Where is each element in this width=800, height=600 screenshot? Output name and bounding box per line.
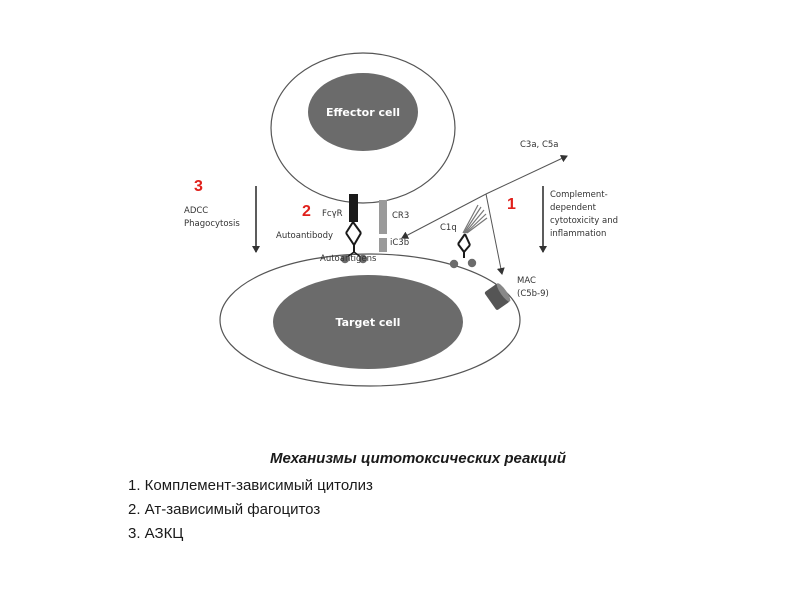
caption-item: 3. АЗКЦ [128,525,184,542]
c1q-label: C1q [440,223,457,233]
adcc-label: ADCC [184,206,208,216]
marker-two: 2 [302,203,311,220]
cdc-label-line1: Complement- [550,190,608,200]
caption-title: Механизмы цитотоксических реакций [270,450,566,467]
c3a-c5a-label: C3a, C5a [520,140,559,150]
autoantigen-dot [449,259,459,269]
fcgr-receptor [345,194,362,234]
autoantigen-dot [358,254,368,264]
fcgr-label: FcγR [322,209,343,219]
caption-list: 1. Комплемент-зависимый цитолиз 2. Ат-за… [128,474,373,546]
ic3b-label: iC3b [390,238,409,248]
caption-item: 2. Ат-зависимый фагоцитоз [128,501,321,518]
target-cell: Target cell [219,253,521,387]
effector-cell: Effector cell [270,52,456,204]
cdc-label-line3: cytotoxicity and [550,216,618,226]
cdc-label-line4: inflammation [550,229,606,239]
effector-cell-nucleus [308,73,418,151]
target-cell-nucleus [273,275,463,369]
complement-arrows [401,154,568,275]
marker-three: 3 [194,178,203,195]
autoantigens-label: Autoantigens [320,254,377,264]
cr3-label: CR3 [392,211,409,221]
target-cell-label: Target cell [336,316,401,329]
mac-label: MAC [517,276,536,286]
caption-item: 1. Комплемент-зависимый цитолиз [128,477,373,494]
mac-pore [484,283,511,310]
effector-cell-label: Effector cell [326,106,400,119]
autoantibody-label: Autoantibody [276,231,333,241]
autoantigen-dot [467,258,477,268]
marker-one: 1 [507,196,516,213]
c1q-complex [457,204,488,258]
cr3-receptor [379,200,387,252]
phagocytosis-label: Phagocytosis [184,219,240,229]
mac-subtitle-label: (C5b-9) [517,289,549,299]
autoantigen-dot [340,254,350,264]
cdc-label-line2: dependent [550,203,597,213]
